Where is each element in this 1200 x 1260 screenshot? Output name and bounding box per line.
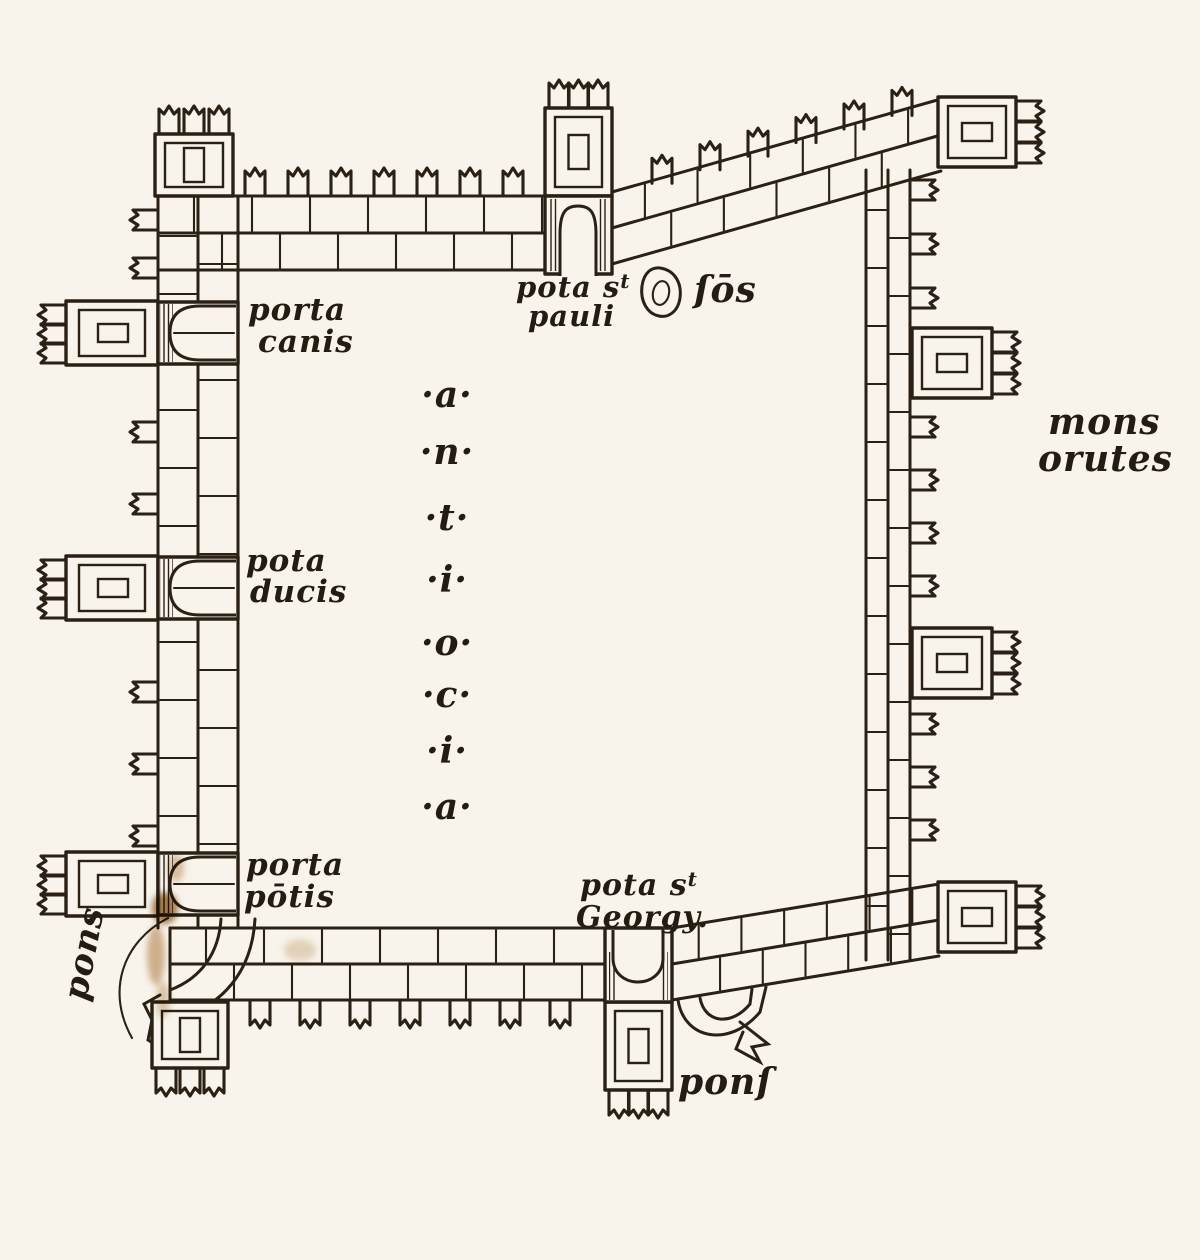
wall-east — [864, 168, 912, 962]
tower-st-george-lower — [603, 1000, 674, 1120]
wall-northeast-diagonal — [610, 97, 943, 266]
porta-canis-line2: canis — [258, 324, 354, 360]
porta-st-george-line2: Georgy. — [576, 900, 709, 935]
label-porta-ducis: pota ducis — [246, 543, 347, 610]
city-letter-1: ·a· — [421, 374, 472, 416]
tower-southeast-corner — [936, 880, 1046, 954]
label-mons-orontes: mons orutes — [1038, 401, 1173, 480]
porta-pontis-line1: porta — [246, 847, 344, 883]
mons-orontes-line1: mons — [1048, 401, 1161, 443]
battlements-south — [248, 998, 572, 1030]
label-pons-west: pons — [56, 904, 113, 1004]
tower-northwest — [153, 104, 235, 198]
porta-ducis-line2: ducis — [250, 574, 347, 610]
label-fons: ſōs — [691, 269, 757, 311]
porta-canis-line1: porta — [248, 292, 346, 328]
fountain — [640, 266, 682, 318]
gate-st-george — [603, 926, 674, 1004]
label-porta-st-pauli: pota st pauli — [516, 269, 630, 333]
label-porta-st-george: pota st Georgy. — [576, 867, 709, 935]
wall-southeast-diagonal — [670, 882, 941, 1002]
label-porta-pontis: porta pōtis — [244, 847, 344, 915]
label-pons-south: ponſ — [678, 1061, 777, 1103]
city-letter-5: ·o· — [421, 622, 473, 664]
battlements-east — [908, 178, 940, 842]
porta-st-pauli-line1: pota st — [516, 269, 630, 304]
wall-south — [168, 926, 608, 1002]
city-letter-8: ·a· — [421, 786, 472, 828]
battlements-north — [243, 166, 525, 198]
city-letter-3: ·t· — [425, 497, 470, 539]
city-name-antiocia: ·a· ·n· ·t· ·i· ·o· ·c· ·i· ·a· — [420, 374, 474, 828]
city-letter-6: ·c· — [422, 674, 472, 716]
city-letter-4: ·i· — [426, 559, 468, 601]
mons-orontes-line2: orutes — [1038, 438, 1173, 480]
page-stain — [147, 854, 316, 1018]
tower-st-paul — [543, 78, 614, 198]
bridge-south — [676, 985, 772, 1066]
city-letter-7: ·i· — [426, 730, 468, 772]
gate-porta-pontis — [38, 852, 238, 916]
porta-ducis-line1: pota — [246, 543, 327, 579]
city-letter-2: ·n· — [420, 431, 474, 473]
gate-porta-canis — [38, 301, 238, 365]
porta-st-george-line1: pota st — [580, 867, 698, 903]
label-porta-canis: porta canis — [248, 292, 354, 360]
tower-northeast-corner — [936, 95, 1046, 169]
gate-porta-ducis — [38, 556, 238, 620]
wall-north — [156, 194, 614, 272]
wall-towers — [150, 78, 1046, 1120]
porta-pontis-line2: pōtis — [244, 879, 335, 915]
tower-east-2 — [910, 626, 1022, 700]
porta-st-pauli-line2: pauli — [528, 299, 615, 333]
tower-east-1 — [910, 326, 1022, 400]
gate-st-paul — [543, 194, 614, 276]
